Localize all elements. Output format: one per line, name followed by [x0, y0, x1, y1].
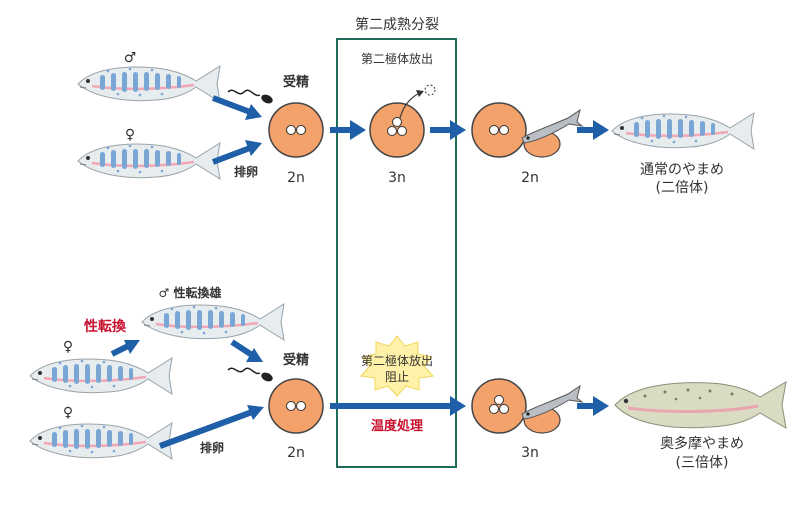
arrow-icon [247, 405, 264, 420]
arrow-icon [245, 140, 262, 156]
fish-icon [28, 356, 174, 396]
egg-cell-icon [471, 378, 527, 434]
ploidy-label: 3n [388, 170, 406, 186]
arrow-icon [246, 348, 263, 362]
fish-icon [28, 421, 174, 461]
arrow-icon [350, 120, 366, 140]
ploidy-label: 2n [521, 170, 539, 186]
fish-icon [76, 141, 222, 181]
fish-icon [140, 302, 286, 342]
arrow-icon [211, 95, 252, 115]
result-sub-label-bottom: (三倍体) [676, 455, 729, 471]
result-label-top: 通常のやまめ [640, 162, 724, 178]
box-title: 第二成熟分裂 [355, 16, 439, 33]
fish-icon [610, 111, 756, 151]
arrow-icon [593, 396, 609, 416]
ploidy-label: 3n [521, 445, 539, 461]
block-label: 第二極体放出 [361, 353, 433, 368]
polar-body-icon [399, 84, 436, 119]
sperm-icon [227, 367, 273, 382]
spawning-label-bottom: 排卵 [200, 440, 224, 455]
ploidy-label: 2n [287, 170, 305, 186]
female-symbol-top: ♀ [125, 127, 135, 143]
spawning-label-top: 排卵 [234, 164, 258, 179]
arrow-icon [230, 339, 254, 358]
ploidy-label: 2n [287, 445, 305, 461]
result-sub-label-top: (二倍体) [656, 180, 709, 196]
fish-icon [76, 64, 222, 104]
male-symbol-top: ♂ [124, 50, 137, 66]
burst-icon [360, 335, 434, 397]
sex-reversal-label: 性転換 [84, 318, 127, 335]
arrow-icon [124, 340, 140, 354]
egg-cell-icon [471, 102, 527, 158]
fertilization-label-top: 受精 [283, 74, 309, 90]
arrow-icon [211, 145, 252, 165]
female-symbol-bottom-1: ♀ [63, 339, 73, 355]
fish-icon [614, 381, 787, 429]
fertilization-label-bottom: 受精 [283, 352, 309, 368]
arrow-icon [593, 120, 609, 140]
egg-cell-icon [369, 102, 425, 158]
sperm-icon [227, 89, 273, 104]
arrow-icon [110, 343, 130, 357]
female-symbol-bottom-2: ♀ [63, 405, 73, 421]
sex-reversed-male-label: ♂ 性転換雄 [159, 285, 222, 300]
arrow-icon [450, 120, 466, 140]
polar-body-release-label: 第二極体放出 [361, 51, 433, 66]
egg-cell-icon [268, 378, 324, 434]
meiosis-box [336, 38, 457, 468]
arrow-icon [158, 409, 254, 449]
egg-cell-icon [268, 102, 324, 158]
arrow-icon [450, 396, 466, 416]
result-label-bottom: 奥多摩やまめ [660, 435, 744, 452]
block-sub-label: 阻止 [385, 370, 409, 384]
arrow-icon [245, 104, 262, 120]
temperature-treatment-label: 温度処理 [371, 418, 423, 434]
